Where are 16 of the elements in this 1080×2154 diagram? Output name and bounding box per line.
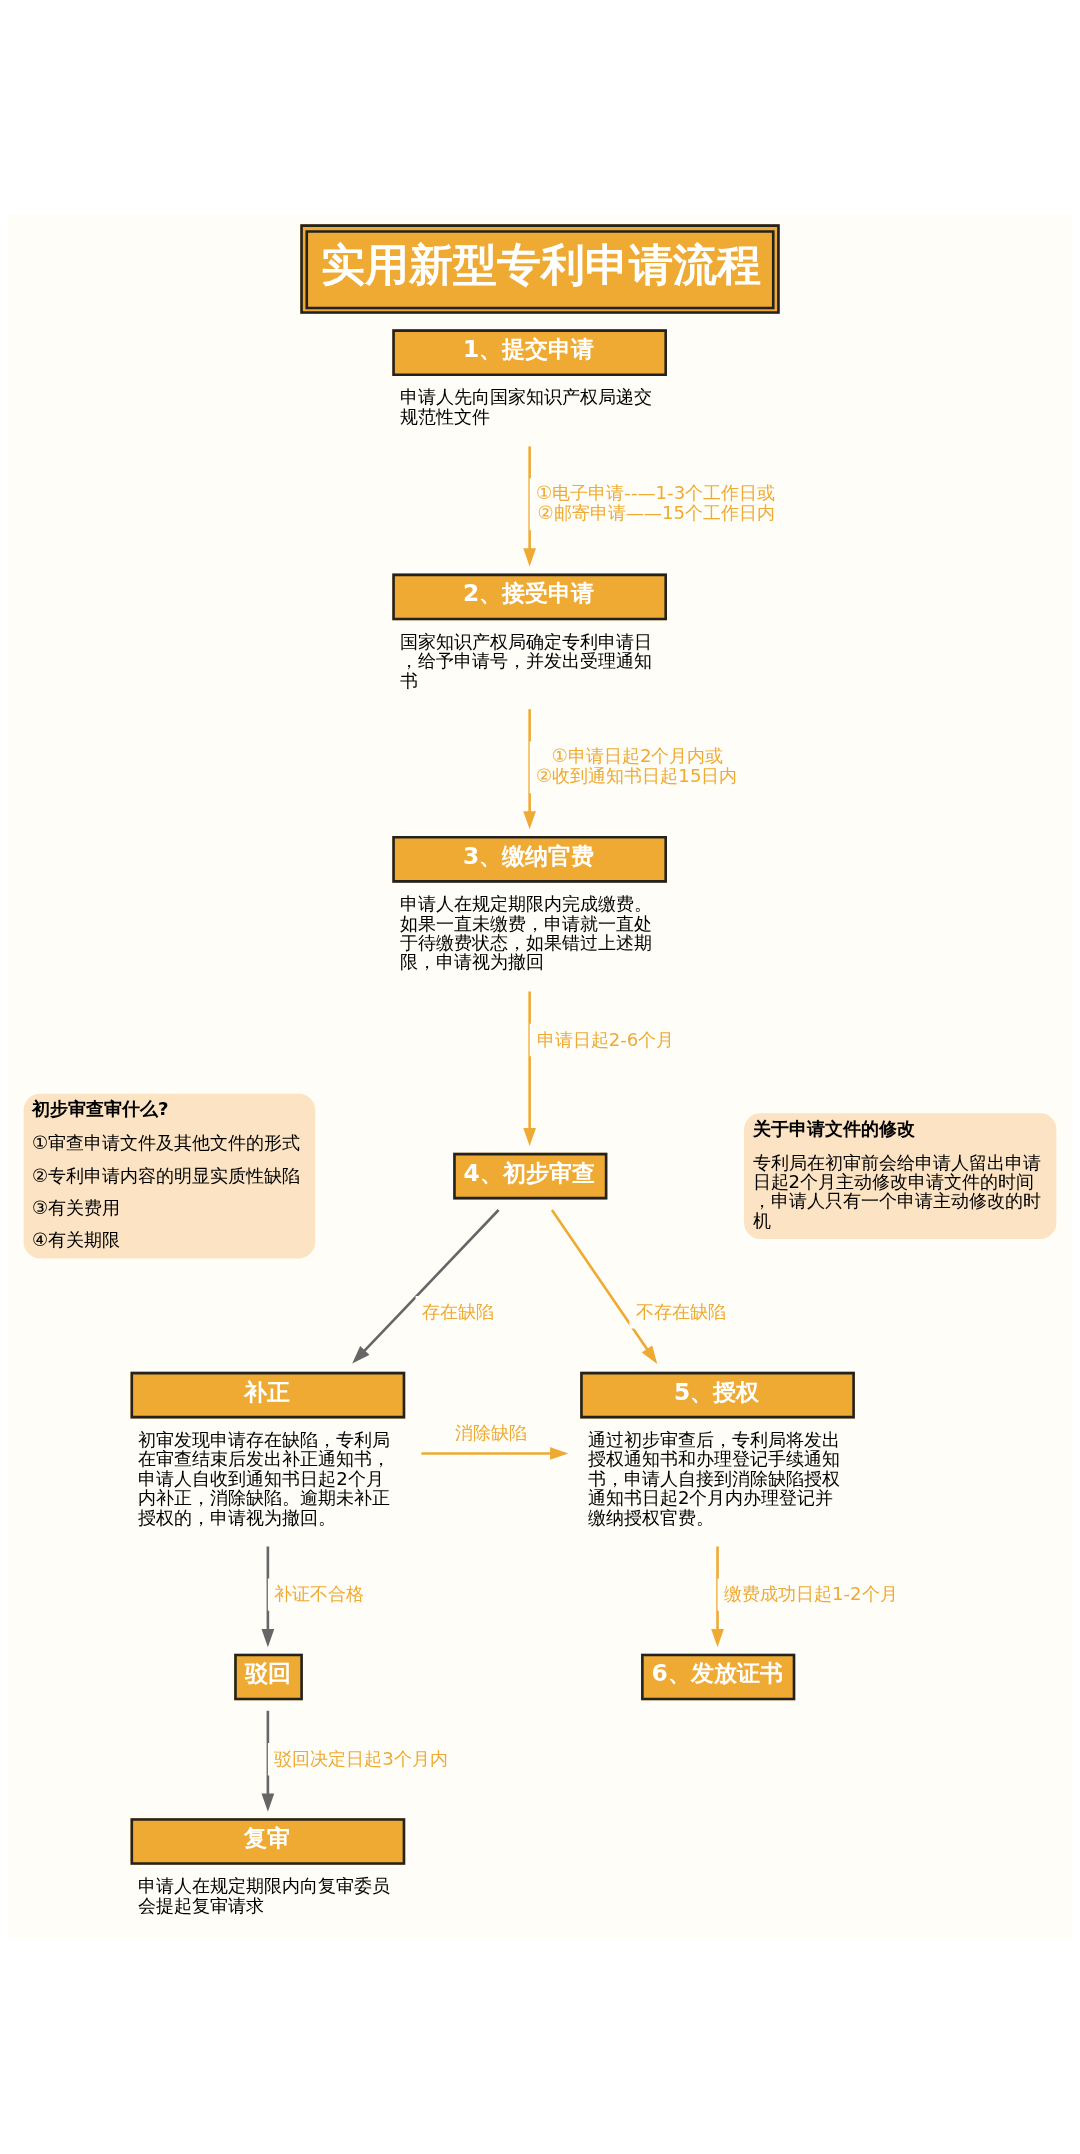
edge-label: 申请日起2-6个月 bbox=[536, 1028, 675, 1050]
edge-label: 消除缺陷 bbox=[455, 1421, 528, 1443]
edge-label: ①电子申请--—1-3个工作日或 ②邮寄申请——15个工作日内 bbox=[536, 482, 776, 523]
diagram-title: 实用新型专利申请流程 bbox=[321, 238, 762, 290]
node-label: 申请人在规定期限内完成缴费。如果一直未缴费，申请就一直处于待缴费状态，如果错过上述期限，申请视为撤回 bbox=[400, 893, 653, 973]
edge-label: 存在缺陷 bbox=[422, 1300, 495, 1322]
node-label: 申请人在规定期限内向复审委员会提起复审请求 bbox=[138, 1875, 391, 1916]
edge-label: 驳回决定日起3个月内 bbox=[274, 1747, 448, 1769]
edge-label: 不存在缺陷 bbox=[635, 1300, 726, 1322]
node-label: 通过初步审查后，专利局将发出授权通知书和办理登记手续通知书，申请人自接到消除缺陷授权通知书日起2个月内办理登记并缴纳授权官费。 bbox=[587, 1428, 840, 1528]
edge-label: ①申请日起2个月内或 ②收到通知书日起15日内 bbox=[536, 745, 738, 786]
node-label: 初审发现申请存在缺陷，专利局在审查结束后发出补正通知书，申请人自收到通知书日起2个月内补正，消除缺陷。逾期未补正授权的，申请视为撤回。 bbox=[138, 1428, 391, 1528]
edge-label: 补证不合格 bbox=[274, 1583, 365, 1605]
node-label: 国家知识产权局确定专利申请日，给予申请号，并发出受理通知书 bbox=[400, 630, 653, 691]
node-label: 申请人先向国家知识产权局递交规范性文件 bbox=[400, 386, 653, 427]
edge-label: 缴费成功日起1-2个月 bbox=[724, 1583, 898, 1605]
